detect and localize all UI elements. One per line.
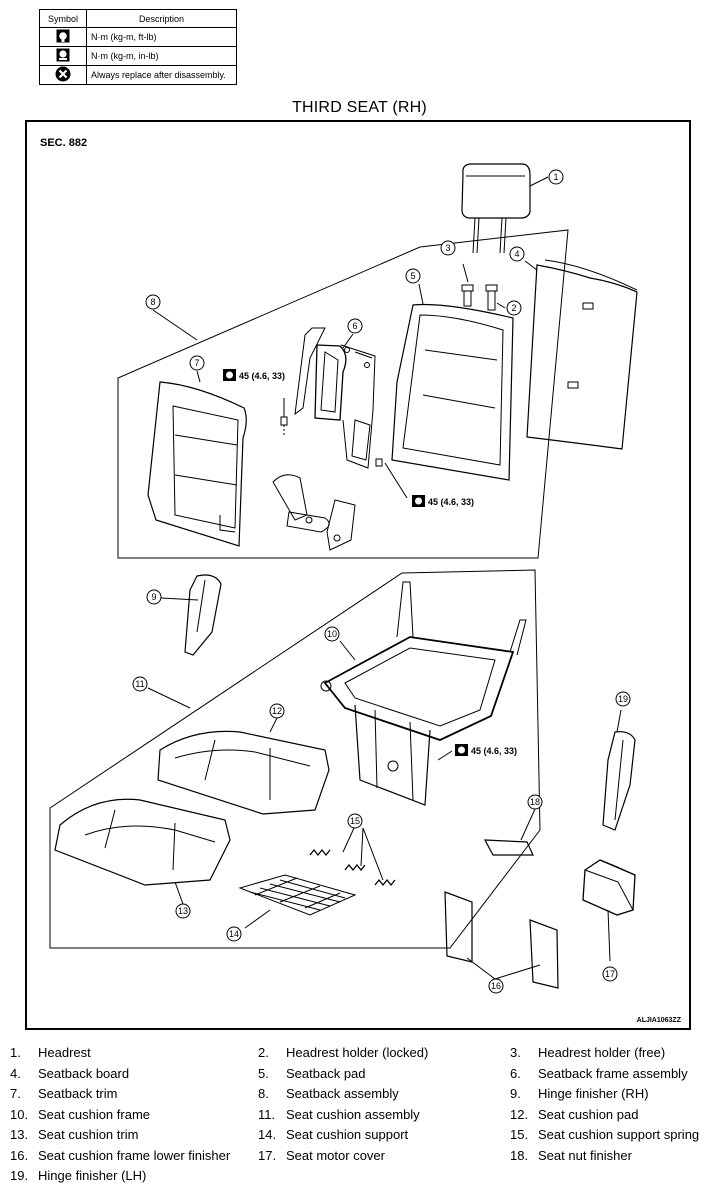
diagram-frame (25, 120, 691, 1030)
legend-row-1-text: N·m (kg-m, ft-lb) (86, 27, 237, 47)
torque-callout-upper-left: 45 (4.6, 33) (223, 369, 285, 381)
callout-12: 12 (272, 706, 282, 716)
legend-header-description: Description (86, 9, 237, 28)
seat-cushion-pad (157, 730, 330, 815)
part-item: 4.Seatback board (10, 1066, 130, 1081)
part-item: 19.Hinge finisher (LH) (10, 1168, 147, 1183)
callout-4: 4 (514, 249, 519, 259)
seatback-pad (391, 303, 514, 481)
legend-row-3-text: Always replace after disassembly. (86, 65, 237, 85)
part-item: 15.Seat cushion support spring (510, 1127, 700, 1142)
part-item: 16.Seat cushion frame lower finisher (10, 1148, 231, 1163)
hinge-finisher-rh (184, 574, 222, 656)
seat-cushion-assembly-boundary (49, 569, 541, 949)
seat-cushion-support-springs (309, 848, 396, 887)
torque-ft-lb-icon (56, 29, 70, 43)
seatback-frame (272, 327, 376, 551)
callout-16: 16 (491, 981, 501, 991)
callout-3: 3 (445, 243, 450, 253)
part-item: 13.Seat cushion trim (10, 1127, 139, 1142)
part-item: 3.Headrest holder (free) (510, 1045, 666, 1060)
seatback-assembly-boundary (117, 229, 569, 559)
torque-label-upper-left: 45 (4.6, 33) (239, 371, 285, 381)
part-item: 18.Seat nut finisher (510, 1148, 632, 1163)
callout-14: 14 (229, 929, 239, 939)
legend-row-2-text: N·m (kg-m, in-lb) (86, 46, 237, 66)
part-item: 1.Headrest (10, 1045, 91, 1060)
part-item: 11.Seat cushion assembly (258, 1107, 420, 1122)
always-replace-icon (55, 66, 71, 82)
leader-lines (147, 176, 622, 980)
bolts (280, 398, 383, 467)
part-item: 10.Seat cushion frame (10, 1107, 151, 1122)
callout-18: 18 (530, 797, 540, 807)
seat-cushion-trim (54, 798, 231, 886)
part-item: 5.Seatback pad (258, 1066, 366, 1081)
section-label: SEC. 882 (40, 137, 87, 149)
callout-11: 11 (135, 679, 144, 689)
callout-8: 8 (150, 297, 155, 307)
callout-2: 2 (511, 303, 516, 313)
torque-callout-mid-right: 45 (4.6, 33) (412, 495, 474, 507)
figure-code: ALJIA1063ZZ (637, 1017, 682, 1024)
callout-19: 19 (618, 694, 628, 704)
legend-header-symbol: Symbol (39, 9, 87, 28)
torque-label-mid-right: 45 (4.6, 33) (428, 497, 474, 507)
seat-motor-cover (582, 859, 636, 916)
seat-cushion-support (238, 874, 357, 916)
hinge-finisher-lh (602, 731, 636, 831)
torque-label-cushion: 45 (4.6, 33) (471, 746, 517, 756)
part-item: 2.Headrest holder (locked) (258, 1045, 429, 1060)
part-item: 8.Seatback assembly (258, 1086, 399, 1101)
callout-9: 9 (151, 592, 156, 602)
seat-nut-finisher (483, 839, 534, 856)
seatback-trim (147, 381, 247, 547)
headrest-holders (461, 284, 498, 311)
part-item: 12.Seat cushion pad (510, 1107, 639, 1122)
torque-callout-cushion: 45 (4.6, 33) (455, 744, 517, 756)
callout-13: 13 (178, 906, 188, 916)
callout-5: 5 (410, 271, 415, 281)
callout-17: 17 (605, 969, 615, 979)
callout-1: 1 (553, 172, 558, 182)
callout-7: 7 (194, 358, 199, 368)
part-item: 17.Seat motor cover (258, 1148, 385, 1163)
part-item: 6.Seatback frame assembly (510, 1066, 688, 1081)
callout-15: 15 (350, 816, 360, 826)
part-item: 9.Hinge finisher (RH) (510, 1086, 649, 1101)
symbol-legend-table: Symbol Description N·m (kg-m, ft-lb) N·m… (39, 9, 237, 85)
torque-in-lb-icon (56, 48, 70, 62)
callout-6: 6 (352, 321, 357, 331)
headrest (461, 163, 531, 254)
part-item: 14.Seat cushion support (258, 1127, 409, 1142)
part-item: 7.Seatback trim (10, 1086, 118, 1101)
seat-cushion-frame (320, 581, 527, 806)
diagram-title: THIRD SEAT (RH) (292, 99, 427, 116)
seatback-board (526, 259, 638, 450)
seat-cushion-frame-lower-finishers (444, 891, 559, 989)
exploded-diagram: SEC. 882 (40, 137, 682, 1024)
callout-10: 10 (327, 629, 337, 639)
